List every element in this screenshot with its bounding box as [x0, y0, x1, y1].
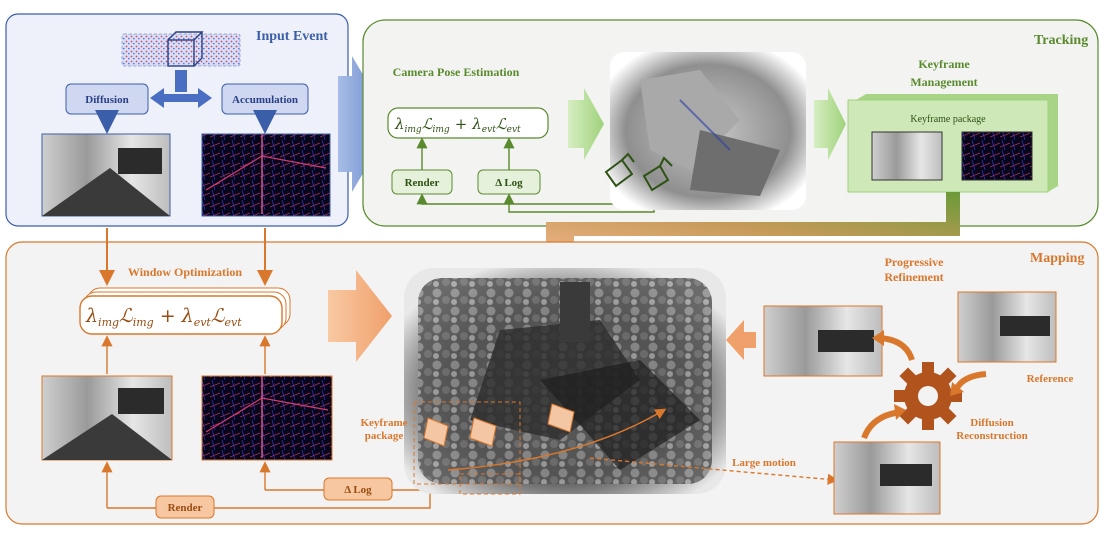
tracking-delta-log-label: Δ Log — [495, 177, 523, 189]
keyframe-package-label: Keyframe package — [910, 114, 986, 125]
large-motion-label: Large motion — [732, 457, 796, 469]
diffusion-recon-line1: Diffusion — [970, 417, 1013, 429]
reference-image — [957, 291, 1057, 363]
mapping-render-box: Render — [155, 495, 215, 519]
mapping-delta-log-box: Δ Log — [323, 477, 393, 501]
accumulation-label: Accumulation — [232, 94, 298, 106]
gear-icon — [894, 362, 962, 430]
tracking-loss-evt: ℒ — [496, 115, 508, 133]
mapping-arrow-1 — [328, 270, 392, 362]
tracking-render-image — [610, 52, 806, 210]
tracking-title: Tracking — [1034, 33, 1088, 48]
keyframe-title-line2: Management — [910, 75, 977, 89]
diffusion-recon-line2: Reconstruction — [956, 430, 1028, 442]
split-arrow — [150, 70, 212, 108]
progressive-line2: Refinement — [884, 270, 943, 284]
gaussian-map-image — [404, 268, 726, 494]
large-motion-image — [833, 441, 941, 515]
mapping-loss-img: ℒ — [119, 305, 134, 327]
accumulated-event-image — [201, 133, 331, 217]
diffusion-box: Diffusion — [65, 83, 149, 115]
tracking-arrow-2 — [814, 88, 846, 160]
event-voxel-cube-icon — [121, 31, 241, 67]
tracking-loss-box: λimgℒimg+λevtℒevt — [387, 107, 549, 139]
mapping-loss-box: λimgℒimg+λevtℒevt — [79, 287, 291, 335]
tracking-loss-evt-sub: evt — [507, 125, 521, 135]
tracking-render-box: Render — [391, 169, 453, 195]
mapping-loss-lambda-img: λ — [85, 305, 98, 327]
mapping-loss-evt-sub: evt — [225, 316, 243, 329]
mapping-title: Mapping — [1030, 251, 1084, 266]
keyframe-package-tracking: Keyframe package — [847, 94, 1058, 193]
tracking-loss-lambda-img-sub: img — [405, 125, 422, 135]
mapping-arrow-2 — [726, 320, 756, 360]
mapping-event-image — [201, 375, 333, 461]
tracking-render-label: Render — [405, 177, 440, 189]
mapping-loss-lambda-img-sub: img — [98, 316, 119, 329]
window-opt-title: Window Optimization — [128, 265, 242, 279]
tracking-loss-lambda-evt-sub: evt — [482, 125, 496, 135]
svg-text:λimgℒimg+λevtℒevt: λimgℒimg+λevtℒevt — [394, 115, 521, 135]
keyframe-package-mapping: Keyframe package — [360, 401, 575, 495]
diffused-frame-image — [41, 133, 171, 217]
pose-estimation-title: Camera Pose Estimation — [393, 65, 520, 79]
tracking-loss-lambda-evt: λ — [471, 115, 482, 133]
tracking-loss-img: ℒ — [422, 115, 434, 133]
tracking-delta-log-box: Δ Log — [477, 169, 541, 195]
mapping-panel: Mapping Window Optimization λimgℒimg+λev… — [5, 228, 1099, 525]
mapping-rendered-image — [41, 375, 173, 461]
mapping-loss-lambda-evt-sub: evt — [194, 316, 212, 329]
mapping-render-label: Render — [168, 502, 203, 514]
mapping-loss-lambda-evt: λ — [181, 305, 194, 327]
progressive-line1: Progressive — [885, 255, 945, 269]
tracking-loss-lambda-img: λ — [394, 115, 405, 133]
camera-icon — [604, 152, 673, 192]
mapping-loss-img-sub: img — [133, 316, 154, 329]
accumulation-box: Accumulation — [221, 83, 309, 115]
tracking-loss-img-sub: img — [433, 125, 450, 135]
keyframe-package-line2: package — [365, 430, 404, 442]
mapping-loss-evt: ℒ — [211, 305, 226, 327]
diffusion-label: Diffusion — [85, 94, 128, 106]
svg-text:λimgℒimg+λevtℒevt: λimgℒimg+λevtℒevt — [85, 305, 242, 329]
tracking-arrow-1 — [568, 88, 604, 160]
mapping-loss-plus: + — [160, 305, 176, 327]
input-event-title: Input Event — [256, 29, 328, 44]
tracking-loss-plus: + — [455, 115, 468, 133]
keyframe-thumb-event — [961, 131, 1033, 181]
refined-image — [763, 305, 883, 377]
keyframe-package-line1: Keyframe — [360, 417, 407, 429]
keyframe-thumb-image — [871, 131, 943, 181]
input-event-panel: Input Event Diffusion Accumulation — [5, 13, 349, 227]
tracking-to-mapping-arrow — [546, 192, 960, 262]
tracking-panel: Tracking Camera Pose Estimation λimgℒimg… — [362, 19, 1099, 227]
mapping-delta-log-label: Δ Log — [344, 484, 372, 496]
keyframe-title-line1: Keyframe — [918, 57, 970, 71]
reference-label: Reference — [1027, 373, 1074, 385]
